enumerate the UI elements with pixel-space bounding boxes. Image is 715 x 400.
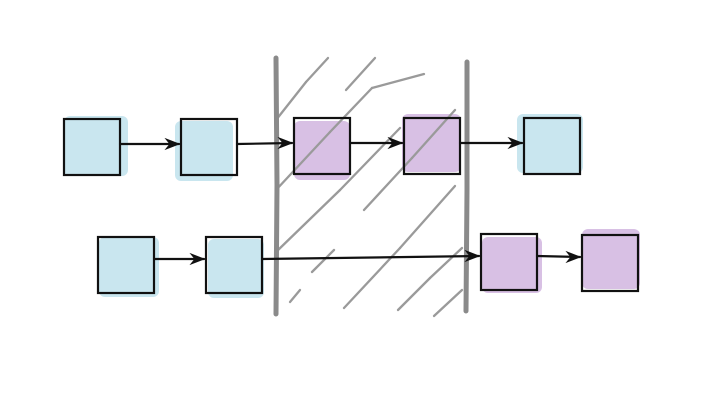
- edge-t1-t2: [118, 137, 181, 151]
- divider-layer: [273, 55, 470, 317]
- edge-t4-t5: [458, 136, 524, 150]
- node-box-b3: [479, 232, 539, 292]
- node-fill-b4: [582, 229, 640, 289]
- hatch-stroke: [328, 86, 374, 134]
- hatch-stroke: [344, 56, 377, 92]
- node-box-t4: [402, 116, 462, 176]
- box-fills-layer: [64, 114, 640, 298]
- divider-left: [273, 55, 280, 317]
- hatch-stroke: [304, 56, 330, 84]
- hatch-stroke: [274, 80, 308, 122]
- node-fill-t2: [175, 121, 233, 181]
- hatched-region: [274, 56, 464, 318]
- edge-b3-b4: [535, 250, 582, 264]
- node-fill-b1: [99, 237, 159, 297]
- node-box-t2: [179, 117, 239, 177]
- hatch-stroke: [398, 184, 457, 250]
- arrowhead-icon: [164, 137, 181, 151]
- node-fill-b2: [208, 239, 264, 298]
- node-fill-t1: [64, 116, 128, 176]
- node-box-t3: [292, 116, 352, 176]
- divider-right: [463, 59, 470, 314]
- node-fill-t4: [402, 114, 461, 172]
- hatch-stroke: [274, 130, 332, 192]
- arrowhead-icon: [189, 252, 206, 266]
- arrowhead-icon: [387, 136, 404, 150]
- edge-b1-b2: [152, 252, 206, 266]
- arrowhead-icon: [565, 250, 582, 264]
- edge-b2-b3: [260, 249, 481, 263]
- edges-layer: [118, 136, 582, 266]
- arrowhead-icon: [464, 249, 481, 263]
- hatch-stroke: [310, 248, 336, 274]
- hatch-stroke: [288, 288, 302, 304]
- node-fill-t5: [517, 114, 583, 173]
- hatch-stroke: [274, 188, 342, 254]
- node-box-b1: [96, 235, 156, 295]
- hatch-stroke: [370, 72, 426, 90]
- edge-line: [260, 254, 481, 261]
- hatch-stroke: [396, 276, 432, 312]
- node-box-b4: [580, 233, 640, 293]
- arrowhead-icon: [277, 136, 294, 150]
- node-fill-t3: [294, 121, 350, 180]
- node-box-t5: [522, 116, 582, 176]
- edge-t2-t3: [235, 136, 294, 150]
- arrowhead-icon: [507, 136, 524, 150]
- node-fill-b3: [482, 237, 542, 293]
- node-box-t1: [62, 117, 122, 177]
- box-outlines-layer: [62, 116, 640, 295]
- hatch-stroke: [432, 288, 464, 318]
- hatch-stroke: [428, 246, 464, 280]
- node-box-b2: [204, 235, 264, 295]
- edge-t3-t4: [348, 136, 404, 150]
